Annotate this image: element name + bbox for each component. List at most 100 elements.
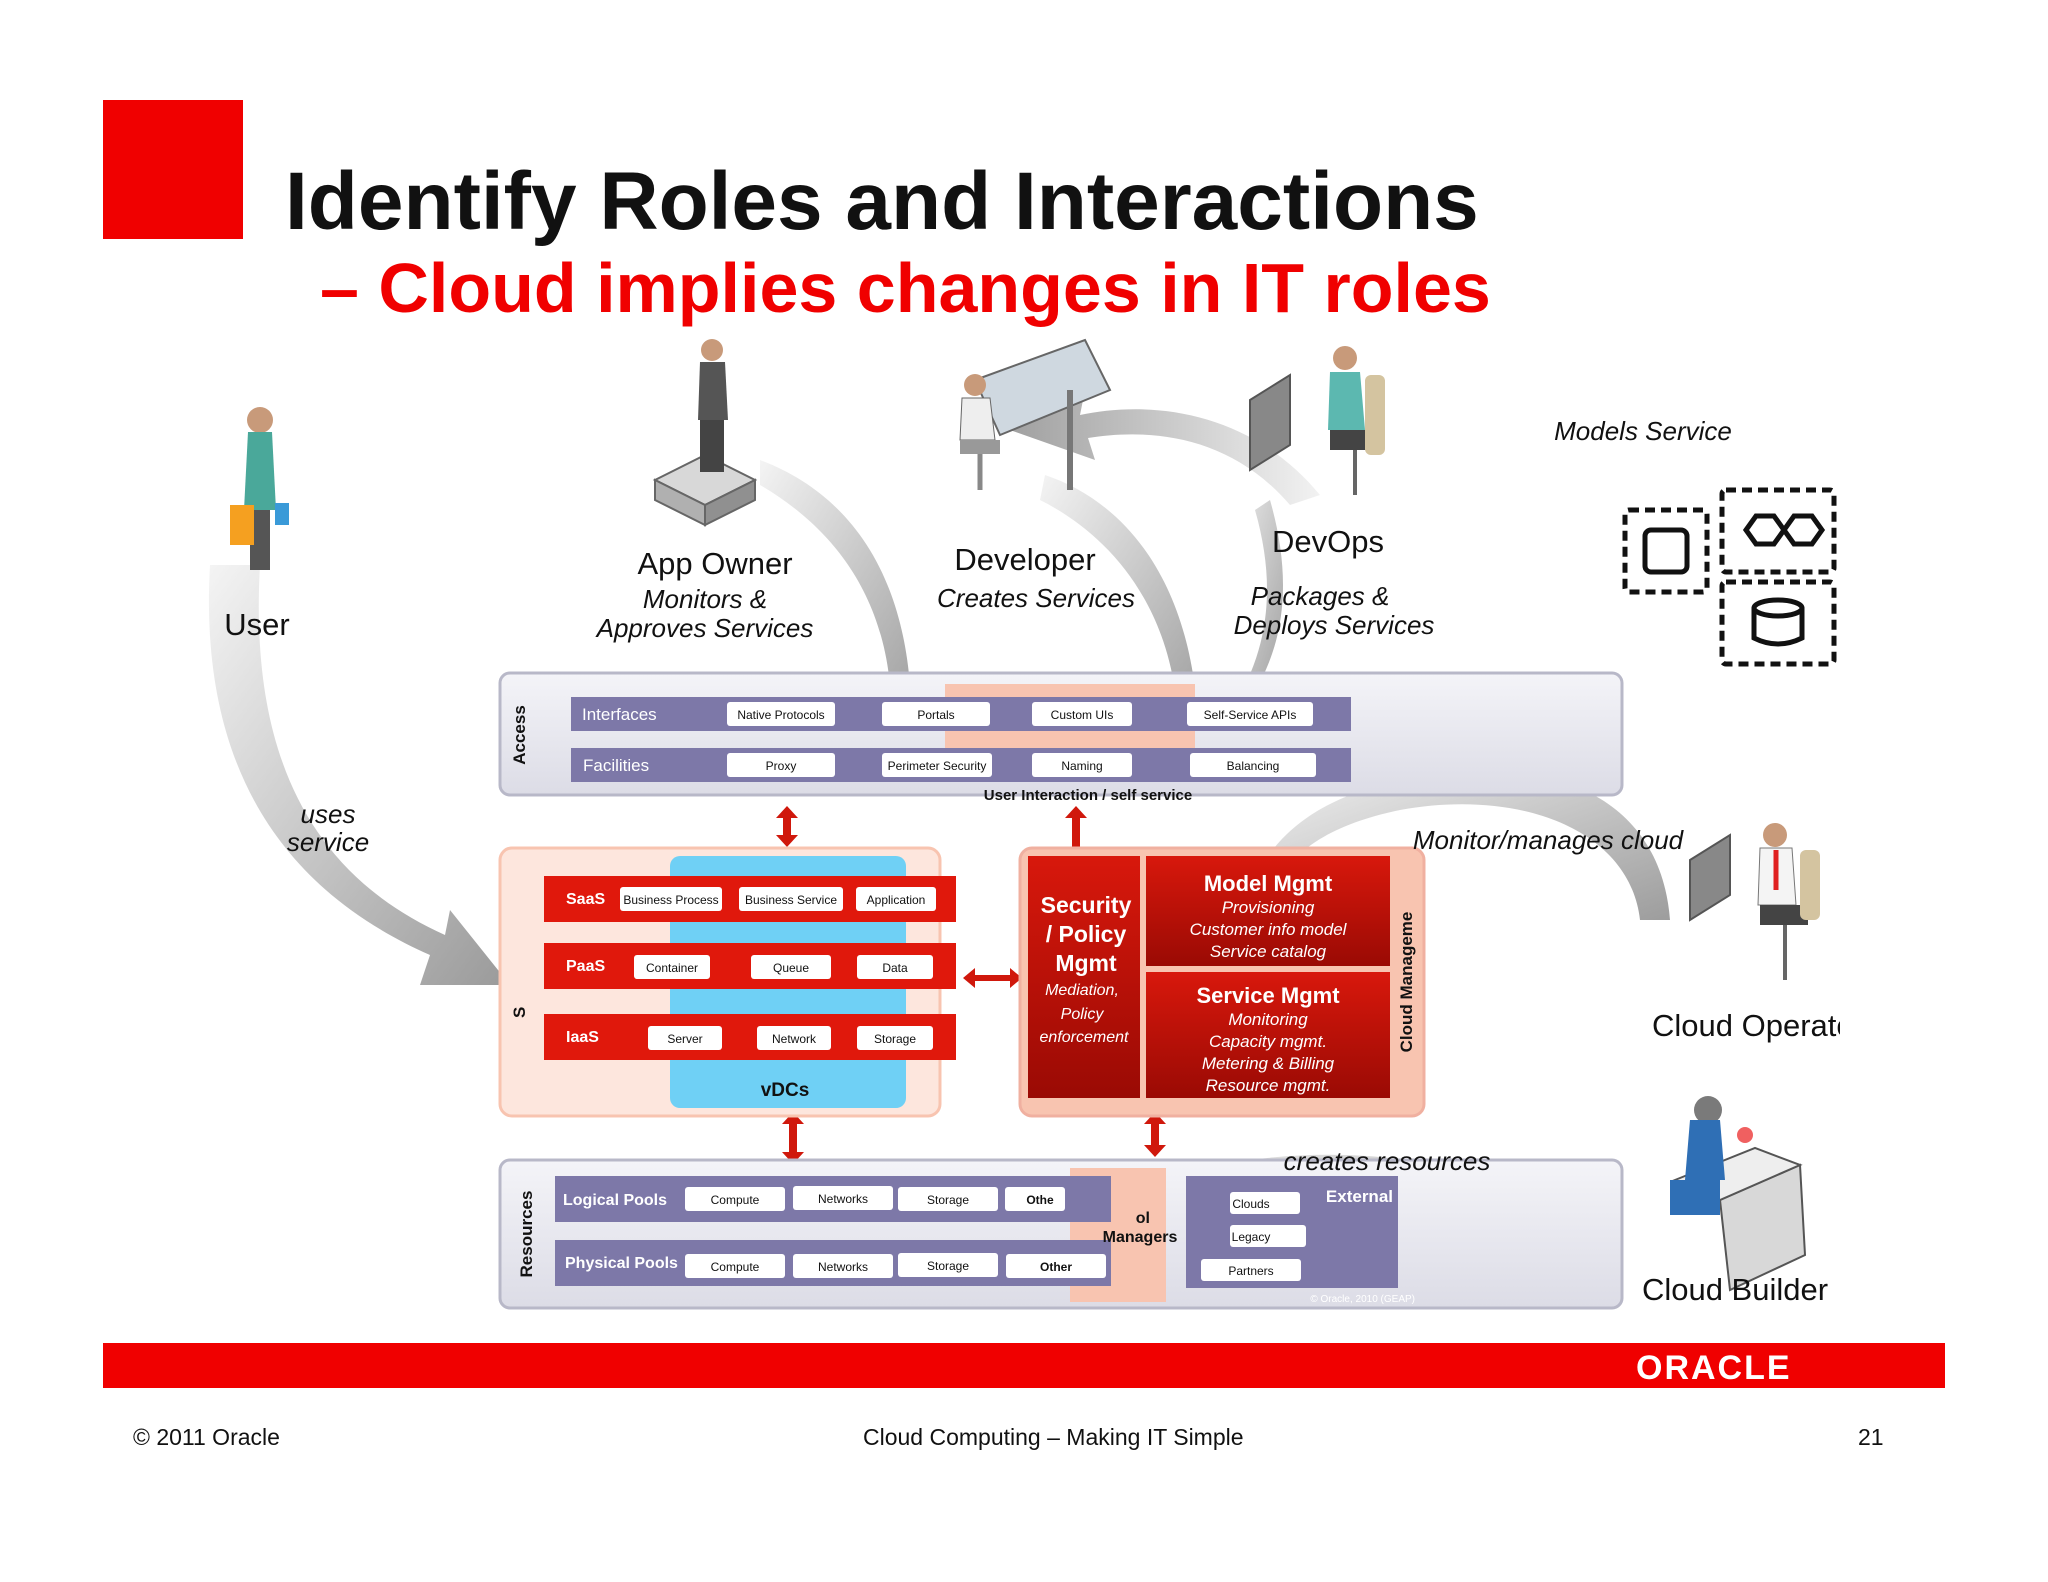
service-item-metering: Metering & Billing bbox=[1202, 1054, 1335, 1073]
cloud-builder-figure bbox=[1670, 1096, 1807, 1292]
label-models-service: Models Service bbox=[1554, 416, 1732, 446]
services-panel: S SaaS Business Process Business Service… bbox=[498, 846, 956, 1118]
managers-fragment: ol bbox=[1136, 1210, 1150, 1227]
devops-figure bbox=[1249, 346, 1385, 495]
resources-panel: Resources Logical Pools Compute Networks… bbox=[498, 1158, 1624, 1310]
pill-physical-storage: Storage bbox=[927, 1259, 969, 1273]
service-mgmt-title: Service Mgmt bbox=[1196, 983, 1340, 1008]
model-item-service-catalog: Service catalog bbox=[1210, 942, 1327, 961]
security-title-1: Security bbox=[1041, 892, 1132, 918]
role-devops: DevOps bbox=[1272, 524, 1384, 559]
access-label: Access bbox=[510, 705, 529, 765]
service-item-capacity: Capacity mgmt. bbox=[1209, 1032, 1327, 1051]
label-uses: uses bbox=[301, 799, 356, 829]
role-cloud-operator: Cloud Operator bbox=[1652, 1008, 1840, 1043]
pill-self-service-apis: Self-Service APIs bbox=[1204, 708, 1297, 722]
role-devops-desc-1: Packages & bbox=[1251, 581, 1390, 611]
developer-figure bbox=[959, 338, 1112, 490]
cloud-management-side-label: Cloud Manageme bbox=[1397, 912, 1416, 1053]
slide-title: Identify Roles and Interactions bbox=[285, 156, 1479, 247]
footer-copyright: © 2011 Oracle bbox=[133, 1424, 280, 1450]
security-sub-1: Mediation, bbox=[1045, 982, 1119, 999]
oracle-logo: ORACLE bbox=[1636, 1349, 1792, 1387]
pill-naming: Naming bbox=[1061, 759, 1102, 773]
service-item-monitoring: Monitoring bbox=[1228, 1010, 1308, 1029]
access-footer: User Interaction / self service bbox=[984, 787, 1192, 804]
pill-application: Application bbox=[867, 893, 926, 907]
model-item-provisioning: Provisioning bbox=[1222, 898, 1315, 917]
pill-legacy: Legacy bbox=[1232, 1230, 1271, 1244]
service-item-resource: Resource mgmt. bbox=[1206, 1076, 1331, 1095]
pill-physical-networks: Networks bbox=[818, 1260, 868, 1274]
security-sub-3: enforcement bbox=[1040, 1029, 1129, 1046]
role-app-owner: App Owner bbox=[637, 546, 792, 581]
page-number: 21 bbox=[1858, 1424, 1884, 1450]
pill-native-protocols: Native Protocols bbox=[737, 708, 824, 722]
vdcs-label: vDCs bbox=[761, 1080, 810, 1101]
label-monitor-manages: Monitor/manages cloud bbox=[1413, 825, 1685, 855]
pill-logical-storage: Storage bbox=[927, 1193, 969, 1207]
role-user: User bbox=[224, 607, 289, 642]
pill-queue: Queue bbox=[773, 961, 809, 975]
pill-network: Network bbox=[772, 1032, 817, 1046]
pill-data: Data bbox=[882, 961, 908, 975]
label-creates-resources: creates resources bbox=[1284, 1146, 1491, 1176]
pill-container: Container bbox=[646, 961, 698, 975]
pill-portals: Portals bbox=[917, 708, 954, 722]
role-app-owner-desc-1: Monitors & bbox=[643, 584, 767, 614]
user-figure bbox=[230, 407, 289, 570]
pill-logical-compute: Compute bbox=[711, 1193, 760, 1207]
pill-proxy: Proxy bbox=[766, 759, 797, 773]
models-service-icon bbox=[1622, 487, 1837, 667]
security-sub-2: Policy bbox=[1061, 1006, 1105, 1023]
security-title-3: Mgmt bbox=[1055, 950, 1117, 976]
label-service: service bbox=[287, 827, 369, 857]
footer-center-text: Cloud Computing – Making IT Simple bbox=[863, 1424, 1244, 1450]
iaas-label: IaaS bbox=[566, 1029, 599, 1046]
model-mgmt-title: Model Mgmt bbox=[1204, 871, 1333, 896]
saas-label: SaaS bbox=[566, 891, 605, 908]
services-side-label: S bbox=[510, 1007, 529, 1018]
pill-storage: Storage bbox=[874, 1032, 916, 1046]
app-owner-figure bbox=[652, 339, 758, 527]
footer-bar bbox=[103, 1343, 1945, 1388]
resources-label: Resources bbox=[517, 1191, 536, 1278]
logical-pools-label: Logical Pools bbox=[563, 1192, 667, 1209]
pill-custom-uis: Custom UIs bbox=[1051, 708, 1114, 722]
physical-pools-label: Physical Pools bbox=[565, 1255, 678, 1272]
role-devops-desc-2: Deploys Services bbox=[1234, 610, 1435, 640]
role-developer-desc: Creates Services bbox=[937, 583, 1135, 613]
role-app-owner-desc-2: Approves Services bbox=[595, 613, 814, 643]
interfaces-label: Interfaces bbox=[582, 705, 657, 724]
role-developer: Developer bbox=[954, 542, 1095, 577]
management-panel: Security / Policy Mgmt Mediation, Policy… bbox=[1018, 846, 1426, 1118]
cloud-roles-diagram: Access Interfaces Native Protocols Porta… bbox=[208, 338, 1840, 1310]
pill-logical-other: Othe bbox=[1026, 1193, 1054, 1207]
pill-perimeter-security: Perimeter Security bbox=[888, 759, 987, 773]
role-cloud-builder: Cloud Builder bbox=[1642, 1272, 1828, 1307]
devops-arrow bbox=[1220, 500, 1283, 730]
cloud-operator-figure bbox=[1689, 823, 1820, 980]
paas-label: PaaS bbox=[566, 958, 605, 975]
pill-partners: Partners bbox=[1228, 1264, 1273, 1278]
access-panel: Access Interfaces Native Protocols Porta… bbox=[498, 671, 1624, 804]
pill-logical-networks: Networks bbox=[818, 1192, 868, 1206]
monitor-arrow bbox=[1230, 770, 1670, 930]
pill-physical-compute: Compute bbox=[711, 1260, 760, 1274]
managers-label: Managers bbox=[1103, 1229, 1178, 1246]
pill-server: Server bbox=[667, 1032, 702, 1046]
connector-arrows bbox=[776, 806, 1166, 1164]
models-service-arrow bbox=[1010, 390, 1320, 505]
pill-physical-other: Other bbox=[1040, 1260, 1072, 1274]
diagram-copyright: © Oracle, 2010 (GEAP) bbox=[1310, 1294, 1415, 1305]
facilities-label: Facilities bbox=[583, 756, 649, 775]
pill-balancing: Balancing bbox=[1227, 759, 1280, 773]
external-label: External bbox=[1326, 1187, 1393, 1206]
accent-square bbox=[103, 100, 243, 239]
pill-business-process: Business Process bbox=[623, 893, 718, 907]
uses-service-arrow bbox=[208, 565, 510, 985]
slide-subtitle: – Cloud implies changes in IT roles bbox=[320, 249, 1491, 327]
pill-business-service: Business Service bbox=[745, 893, 837, 907]
model-item-customer-info: Customer info model bbox=[1190, 920, 1348, 939]
pill-clouds: Clouds bbox=[1232, 1197, 1269, 1211]
